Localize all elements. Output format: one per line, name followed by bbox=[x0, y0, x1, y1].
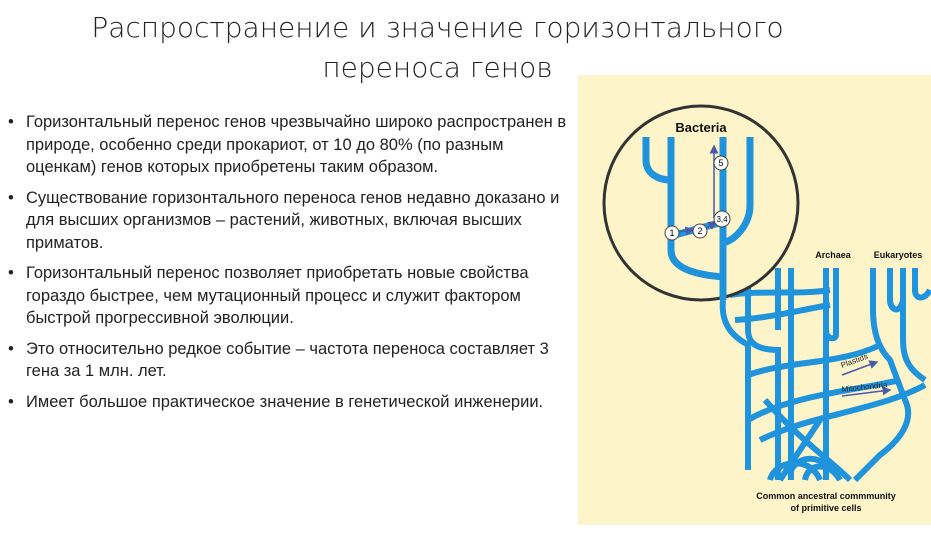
bullet-text: Существование горизонтального переноса г… bbox=[26, 188, 560, 252]
node-label: 3,4 bbox=[716, 215, 728, 224]
slide-title: Распространение и значение горизонтально… bbox=[0, 8, 875, 88]
node-label: 5 bbox=[718, 158, 723, 168]
bullet-text: Горизонтальный перенос генов чрезвычайно… bbox=[26, 113, 567, 176]
bullet-text: Это относительно редкое событие – частот… bbox=[26, 339, 549, 381]
bullet-dot: • bbox=[8, 339, 14, 358]
bullet-text: Горизонтальный перенос позволяет приобре… bbox=[26, 264, 529, 327]
bullet-list: • Горизонтальный перенос генов чрезвычайн… bbox=[8, 111, 568, 421]
node-label: 2 bbox=[697, 226, 702, 236]
node-label: 1 bbox=[669, 228, 674, 238]
lower-tree-branches bbox=[719, 268, 931, 483]
title-line-2: переноса генов bbox=[322, 51, 553, 84]
bullet-item: • Это относительно редкое событие – часто… bbox=[8, 338, 568, 383]
caption-line-1: Common ancestral commmunity bbox=[756, 491, 896, 501]
transfer-nodes: 1 2 3,4 5 bbox=[664, 155, 731, 241]
bullet-item: • Горизонтальный перенос генов чрезвычайн… bbox=[8, 111, 568, 179]
transfer-arrows bbox=[677, 144, 892, 397]
bullet-dot: • bbox=[8, 188, 14, 207]
bullet-item: • Горизонтальный перенос позволяет приобр… bbox=[8, 262, 568, 330]
figure-labels: Bacteria Archaea Eukaryotes Common ances… bbox=[675, 120, 922, 513]
title-line-1: Распространение и значение горизонтально… bbox=[91, 11, 784, 44]
eukaryotes-label: Eukaryotes bbox=[874, 250, 923, 260]
bullet-item: • Имеет большое практическое значение в г… bbox=[8, 391, 568, 414]
mitochondria-label: Mitochondria bbox=[841, 380, 888, 394]
bullet-dot: • bbox=[8, 264, 14, 282]
caption-line-2: of primitive cells bbox=[790, 503, 861, 513]
bullet-dot: • bbox=[8, 392, 14, 411]
bullet-item: • Существование горизонтального переноса … bbox=[8, 187, 568, 255]
bacteria-label: Bacteria bbox=[675, 120, 727, 135]
bullet-dot: • bbox=[8, 113, 14, 131]
bullet-text: Имеет большое практическое значение в ге… bbox=[26, 392, 544, 411]
archaea-label: Archaea bbox=[815, 250, 852, 260]
